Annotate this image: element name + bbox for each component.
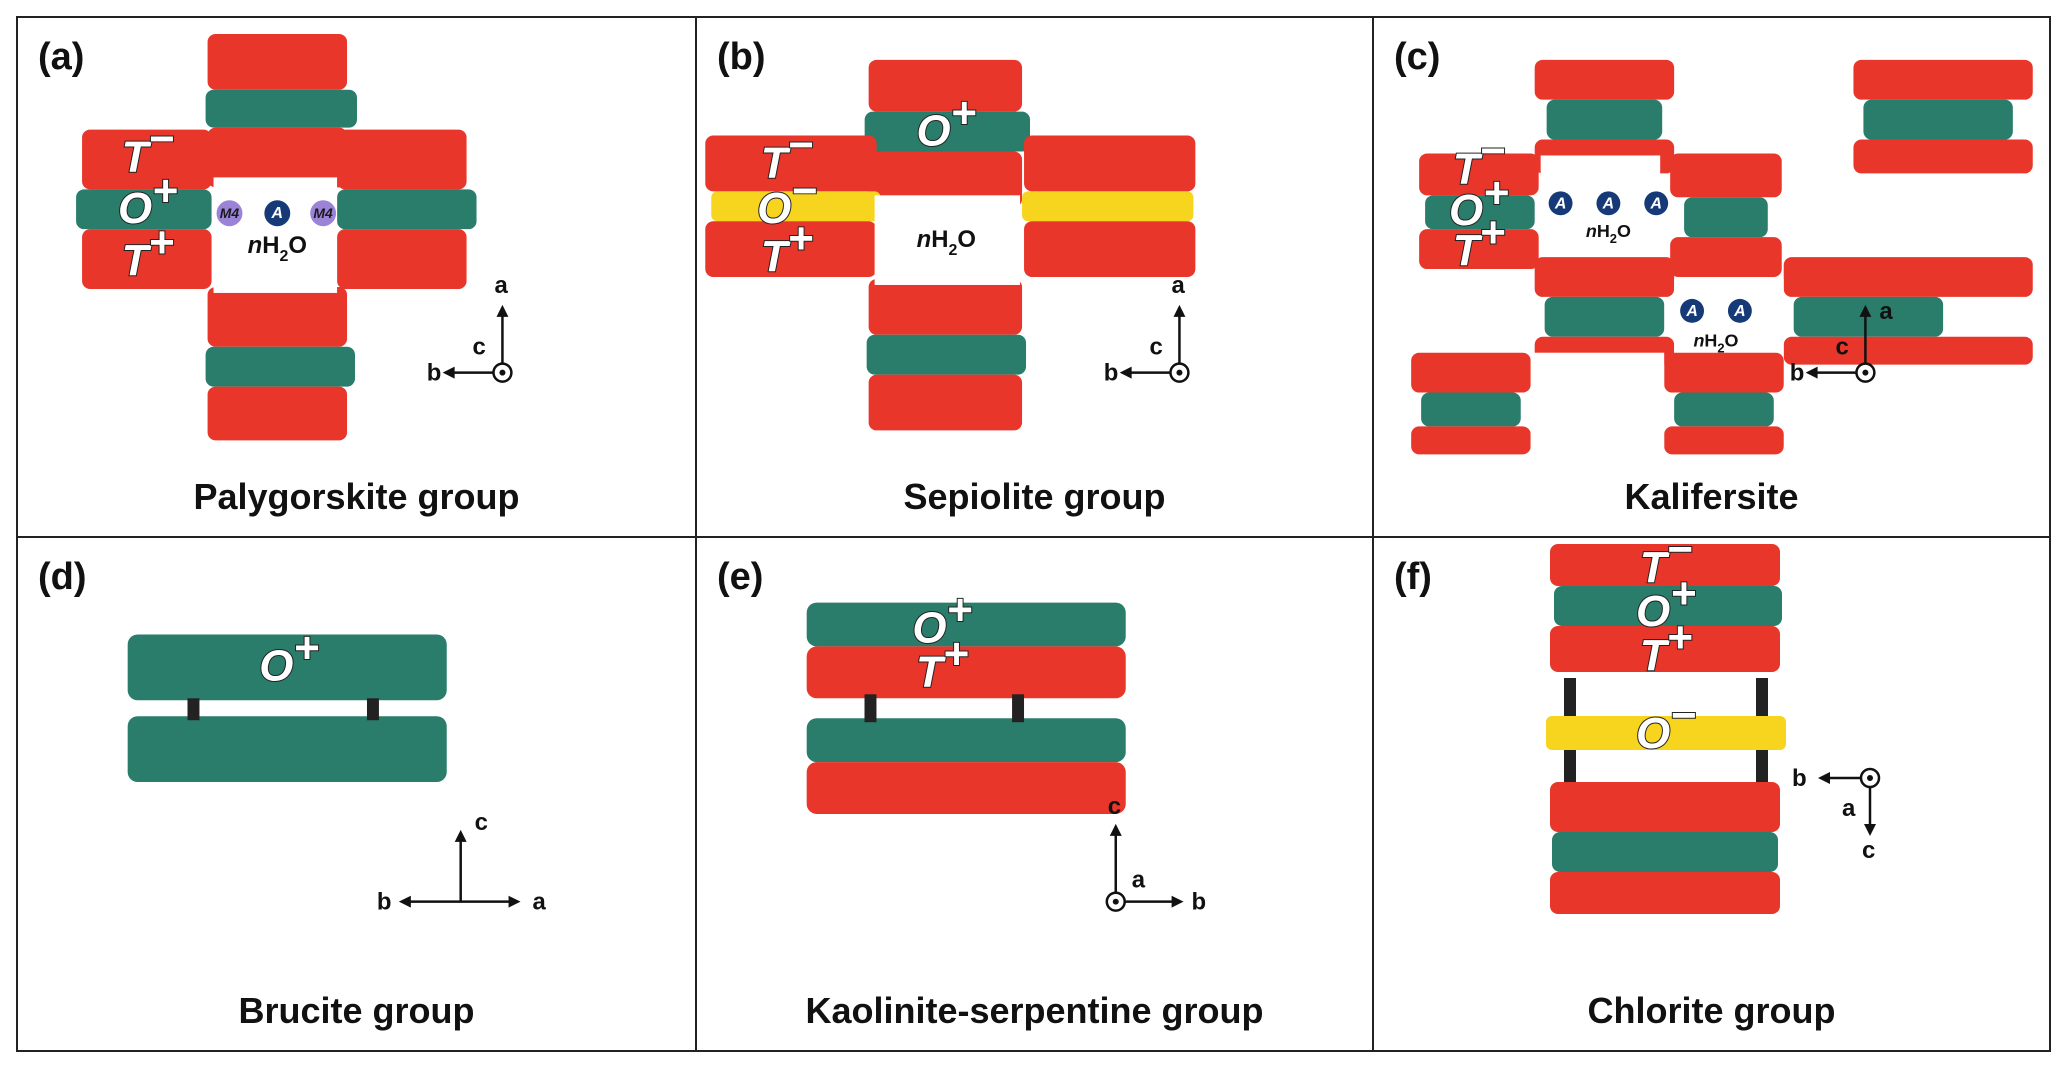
- layer-label-t-minus: T−: [1640, 538, 1693, 592]
- kalifersite-structure: A A A nH2O A A nH2O T− O+ T+ a c: [1411, 59, 2033, 455]
- panel-label: (a): [38, 36, 85, 78]
- figure-grid: M4 A M4 nH2O T− O+ T+ a c: [16, 16, 2051, 1052]
- water-label: nH2O: [917, 226, 976, 259]
- chlorite-structure: T− O+ T+ O− b a c: [1546, 538, 1881, 914]
- panel-caption: Brucite group: [238, 990, 475, 1031]
- panel-sepiolite: nH2O O+ T− O− T+ a c b (b) Sepiolite gro…: [697, 18, 1374, 538]
- svg-text:b: b: [1104, 360, 1119, 387]
- layer-label-t-plus: T+: [122, 218, 174, 285]
- layer-label-t-plus: T+: [1640, 613, 1693, 680]
- water-label-upper: nH2O: [1586, 221, 1631, 246]
- layer-label-o-plus: O+: [259, 623, 319, 690]
- svg-text:a: a: [1132, 867, 1146, 894]
- svg-text:a: a: [532, 889, 546, 916]
- panel-label: (b): [717, 36, 766, 78]
- water-label-lower: nH2O: [1693, 331, 1738, 356]
- svg-text:A: A: [1733, 303, 1746, 320]
- svg-text:A: A: [1685, 303, 1698, 320]
- layer-label-o-plus: O+: [118, 166, 178, 233]
- svg-text:c: c: [1150, 334, 1163, 361]
- svg-text:b: b: [1790, 360, 1805, 387]
- layer-label-o-plus: O+: [1449, 168, 1509, 235]
- axis-indicator: c b a: [377, 809, 547, 916]
- svg-text:c: c: [473, 334, 486, 361]
- panel-palygorskite: M4 A M4 nH2O T− O+ T+ a c: [18, 18, 697, 538]
- axis-indicator: a c b: [1790, 298, 1894, 387]
- palygorskite-structure: M4 A M4 nH2O T− O+ T+ a c: [76, 33, 513, 441]
- layer-label-o-plus: O+: [916, 89, 976, 156]
- panel-caption: Palygorskite group: [193, 476, 520, 517]
- site-m4-right: M4: [310, 200, 337, 227]
- layer-label-o-plus: O+: [1636, 569, 1696, 636]
- panel-caption: Kalifersite: [1624, 476, 1799, 517]
- axis-indicator: a c b: [1104, 272, 1190, 387]
- axis-indicator: c a b: [1105, 793, 1207, 916]
- svg-text:a: a: [1879, 298, 1893, 325]
- axis-indicator: b a c: [1792, 765, 1881, 864]
- layer-label-t-plus: T+: [916, 629, 968, 696]
- svg-text:b: b: [377, 889, 392, 916]
- site-a: A: [264, 200, 291, 227]
- panel-brucite: O+ c b a (d) Brucite group: [18, 538, 697, 1050]
- layer-label-o-minus: O−: [1636, 691, 1696, 758]
- panel-caption: Sepiolite group: [903, 476, 1166, 517]
- svg-text:a: a: [1842, 795, 1856, 822]
- site-a-lower: A A: [1680, 298, 1752, 323]
- svg-text:A: A: [1554, 195, 1567, 212]
- brucite-structure: O+ c b a: [127, 622, 547, 916]
- layer-label-t-minus: T−: [761, 120, 813, 187]
- panel-chlorite: T− O+ T+ O− b a c (f) Chlorite group: [1374, 538, 2049, 1050]
- svg-text:b: b: [427, 360, 442, 387]
- layer-label-t-minus: T−: [122, 114, 174, 181]
- svg-text:c: c: [1836, 334, 1849, 361]
- svg-text:M4: M4: [313, 205, 333, 221]
- layer-label-t-plus: T+: [1453, 208, 1505, 275]
- svg-text:b: b: [1792, 765, 1807, 792]
- panel-caption: Kaolinite-serpentine group: [805, 990, 1264, 1031]
- panel-label: (f): [1394, 556, 1432, 598]
- svg-text:b: b: [1192, 889, 1207, 916]
- svg-text:A: A: [1649, 195, 1662, 212]
- svg-text:a: a: [1171, 272, 1185, 299]
- panel-label: (c): [1394, 36, 1441, 78]
- axis-indicator: a c b: [427, 272, 513, 387]
- svg-text:c: c: [475, 809, 488, 836]
- site-a-upper: A A A: [1548, 191, 1669, 216]
- layer-label-t-minus: T−: [1453, 126, 1505, 193]
- layer-label-o-plus: O+: [912, 586, 972, 653]
- svg-text:A: A: [271, 205, 284, 222]
- panel-label: (e): [717, 556, 764, 598]
- site-m4-left: M4: [216, 200, 243, 227]
- kaolinite-structure: O+ T+ c a b: [806, 585, 1207, 916]
- layer-label-t-plus: T+: [761, 214, 813, 281]
- svg-text:A: A: [1602, 195, 1615, 212]
- layer-label-o-minus: O−: [757, 166, 817, 233]
- panel-kalifersite: A A A nH2O A A nH2O T− O+ T+ a c: [1374, 18, 2049, 538]
- panel-label: (d): [38, 556, 87, 598]
- sepiolite-structure: nH2O O+ T− O− T+ a c b: [705, 59, 1196, 431]
- panel-caption: Chlorite group: [1587, 990, 1836, 1031]
- svg-text:c: c: [1108, 793, 1121, 820]
- water-label: nH2O: [248, 232, 307, 265]
- svg-text:a: a: [494, 272, 508, 299]
- panel-kaolinite: O+ T+ c a b (e) Kaolinite-serpentine gro…: [697, 538, 1374, 1050]
- svg-text:c: c: [1862, 837, 1875, 864]
- svg-text:M4: M4: [220, 205, 240, 221]
